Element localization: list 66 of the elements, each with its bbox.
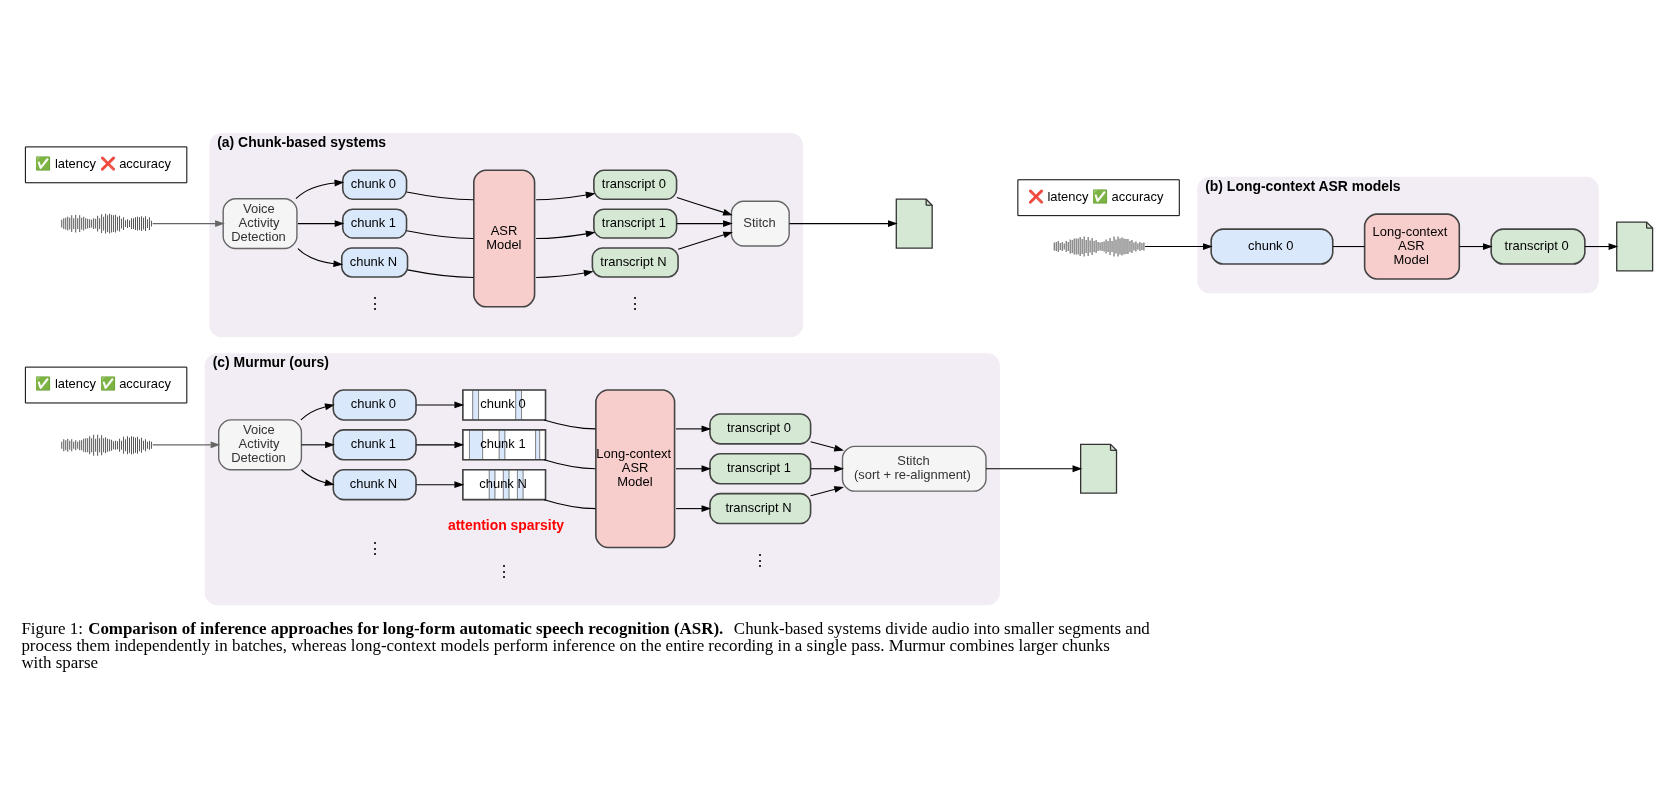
node-box: chunk 1	[341, 207, 408, 239]
arrow	[810, 485, 844, 496]
arrow	[152, 219, 225, 227]
arrow	[675, 464, 712, 472]
arrow	[152, 440, 221, 448]
node-box: Long-context ASR Model	[595, 388, 676, 548]
label: attention sparsity	[447, 516, 565, 533]
node-box: chunk 0	[1210, 227, 1334, 265]
arrow	[788, 219, 898, 227]
arrow	[300, 440, 335, 448]
node-box: chunk 0	[332, 388, 417, 421]
node-box: Stitch	[730, 200, 790, 247]
node-box: transcript 0	[593, 169, 678, 200]
label: ⋮	[752, 551, 769, 569]
arrow	[535, 191, 596, 200]
node-box: ✅ latency ✅ accuracy	[24, 366, 188, 403]
node-box: chunk 0	[341, 169, 408, 200]
node-box: transcript 1	[593, 207, 678, 239]
arrow	[810, 464, 844, 472]
arrow	[1584, 242, 1619, 250]
node-box: Long-context ASR Model	[1363, 212, 1461, 280]
arrow	[415, 440, 465, 448]
arrow	[535, 230, 596, 239]
node-box: chunk N	[340, 246, 409, 278]
arrow	[300, 403, 335, 420]
label: ⋮	[496, 562, 513, 580]
node-box: ASR Model	[473, 169, 536, 308]
node-box: transcript 0	[1490, 227, 1586, 265]
arrow	[300, 468, 335, 486]
arrow	[675, 425, 712, 432]
label: ⋮	[366, 294, 383, 312]
arrow	[677, 231, 733, 250]
connector	[1332, 245, 1365, 247]
connector	[543, 458, 596, 469]
arrow	[1144, 242, 1213, 250]
arrow	[415, 401, 465, 408]
node-box: Voice Activity Detection	[218, 418, 303, 470]
arrow	[415, 480, 465, 488]
connector	[407, 268, 474, 278]
label: ⋮	[366, 539, 383, 557]
arrow	[675, 504, 712, 512]
node-box: ❌ latency ✅ accuracy	[1017, 178, 1180, 216]
node-box: chunk N	[332, 468, 417, 500]
arrow	[985, 464, 1083, 472]
arrow	[676, 196, 733, 216]
caption: Figure 1: Comparison of inference approaches for long-form automatic speech recognition (ASR). Chunk-based systems divide audio into smaller segments and process them independently in batches, whereas long-context models perform inference on the entire recording in a single pass. Murmur combines larger chunks with sparse	[21, 618, 1150, 672]
connector	[406, 190, 474, 200]
node-box: ✅ latency ❌ accuracy	[24, 145, 188, 183]
label: ⋮	[627, 294, 644, 312]
node-box: Voice Activity Detection	[222, 197, 298, 249]
arrow	[810, 440, 844, 451]
node-box: transcript N	[709, 492, 812, 524]
arrow	[676, 219, 733, 227]
arrow	[297, 219, 345, 227]
node-box: transcript 1	[709, 452, 812, 484]
arrow	[295, 179, 345, 199]
node-box: transcript 0	[709, 412, 812, 445]
arrow	[1458, 242, 1493, 250]
arrow	[297, 247, 344, 267]
node-box: Stitch (sort + re-alignment)	[841, 445, 987, 492]
arrow	[535, 269, 594, 278]
node-box: chunk 1	[332, 428, 417, 461]
node-box: transcript N	[591, 246, 679, 278]
connector	[406, 229, 474, 239]
connector	[543, 498, 596, 509]
connector	[543, 418, 596, 429]
